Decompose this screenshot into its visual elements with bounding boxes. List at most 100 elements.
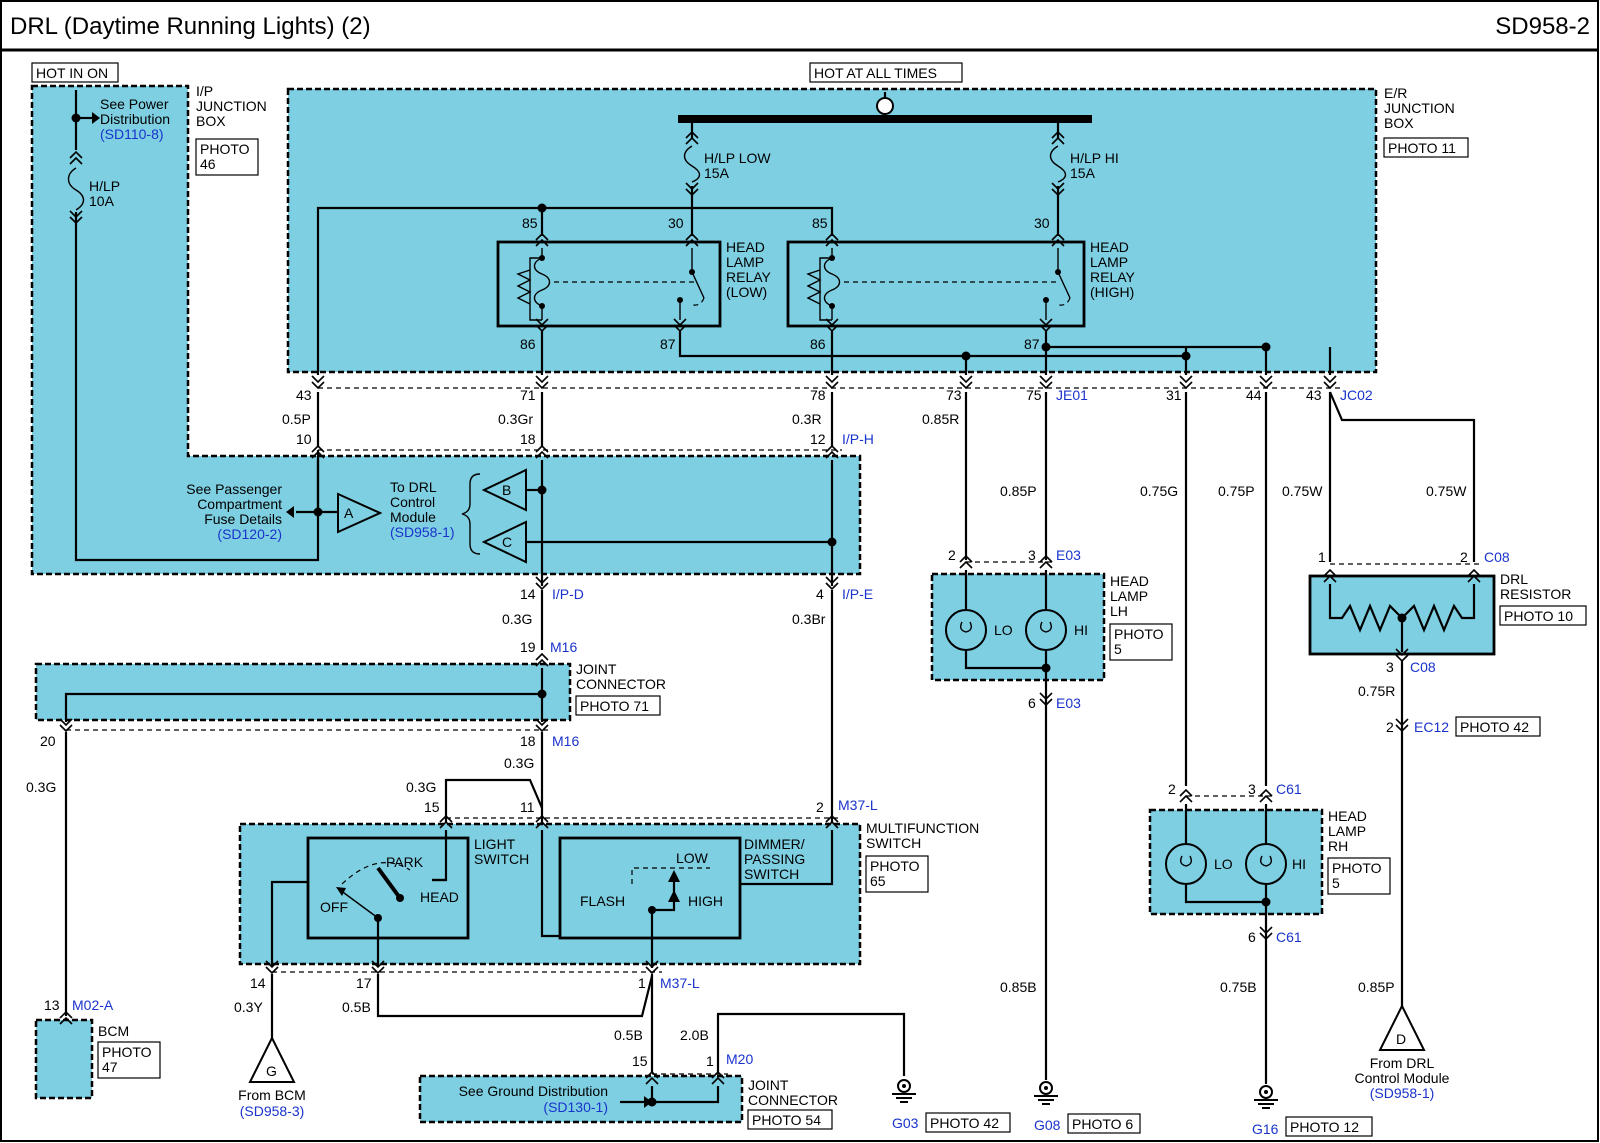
- lh-lo-filament-icon: [959, 621, 973, 633]
- wire-085r-label: 0.85R: [922, 411, 959, 427]
- head-label: HEAD: [420, 889, 459, 905]
- drl-c08-label: C08: [1484, 549, 1510, 565]
- relay-low-dot-d: [677, 297, 683, 303]
- relay-high-arc: [1055, 297, 1071, 306]
- relay-high-85-label: 85: [812, 215, 828, 231]
- photo12-label: PHOTO 12: [1290, 1119, 1359, 1135]
- low-label: LOW: [676, 850, 709, 866]
- ground-g08-icon: [1033, 1081, 1059, 1105]
- photo42a-box: [925, 1112, 1011, 1133]
- m16-bottom-label: M16: [552, 733, 579, 749]
- rh-6-label: 6: [1248, 929, 1256, 945]
- head-lamp-relay-low: [496, 240, 722, 328]
- wire-075w-label-a: 0.75W: [1282, 483, 1323, 499]
- joint-connector2-label-2: CONNECTOR: [748, 1092, 838, 1108]
- photo47-box: [97, 1041, 161, 1079]
- lh-hi-label: HI: [1074, 622, 1088, 638]
- relay-high-name-3: RELAY: [1090, 269, 1136, 285]
- pin-75-label: 75: [1026, 387, 1042, 403]
- dimmer-label-3: SWITCH: [744, 866, 799, 882]
- connector-b-label: B: [502, 482, 511, 498]
- light-switch: [306, 836, 470, 940]
- fuse-hlp-hi: [1049, 123, 1067, 206]
- relay-low-dot-c: [689, 269, 695, 275]
- iph-label: I/P-H: [842, 431, 874, 447]
- wire-03g-loop: [444, 778, 544, 822]
- see-power-label-1: See Power: [100, 96, 169, 112]
- relay-high-coil-icon: [823, 248, 841, 320]
- bcm-m02a-label: M02-A: [72, 997, 114, 1013]
- high-label: HIGH: [688, 893, 723, 909]
- joint-connector2-label-1: JOINT: [748, 1077, 789, 1093]
- light-switch-arm: [339, 889, 379, 919]
- light-switch-label-2: SWITCH: [474, 851, 529, 867]
- relay-low-dot-b: [539, 303, 545, 309]
- rh-3-label: 3: [1248, 781, 1256, 797]
- relay-low-dot-a: [539, 255, 545, 261]
- wire-075w-label-b: 0.75W: [1426, 483, 1467, 499]
- from-drl-label-2: Control Module: [1355, 1070, 1450, 1086]
- to-drl-label-1: To DRL: [390, 479, 437, 495]
- passenger-arrow-icon: [286, 506, 294, 518]
- pin-71-icon: [535, 375, 549, 389]
- rh-c61b-label: C61: [1276, 929, 1302, 945]
- hot-at-all-times-box: [809, 62, 963, 83]
- relay-86-wires: [540, 330, 834, 375]
- ip-jb-label-1: I/P: [196, 83, 213, 99]
- joint-connector-m20: [418, 1074, 744, 1124]
- wire-03r-label: 0.3R: [792, 411, 822, 427]
- ms-m37l-label: M37-L: [838, 797, 878, 813]
- dimmer-label-1: DIMMER/: [744, 836, 805, 852]
- see-passenger-label-2: Compartment: [197, 496, 282, 512]
- iph-10-label: 10: [296, 431, 312, 447]
- light-switch-contact: [376, 866, 402, 900]
- relay-high-name-2: LAMP: [1090, 254, 1128, 270]
- ms-1-label: 1: [638, 975, 646, 991]
- lh-e03b-label: E03: [1056, 695, 1081, 711]
- ground-dist-arrow-icon: [644, 1096, 652, 1108]
- hot-at-all-times-label: HOT AT ALL TIMES: [814, 65, 937, 81]
- rh-hi-bulb-icon: [1245, 843, 1287, 885]
- wire-03g-bcm-label: 0.3G: [26, 779, 56, 795]
- fuse-hlp-low: [683, 123, 701, 206]
- see-ground-label: See Ground Distribution: [459, 1083, 608, 1099]
- relay-top-wires: [540, 206, 1060, 236]
- lh-name-2: LAMP: [1110, 588, 1148, 604]
- photo47-label-1: PHOTO: [102, 1044, 152, 1060]
- see-passenger-label-1: See Passenger: [186, 481, 282, 497]
- photo6-box: [1067, 1113, 1141, 1134]
- drl-1-label: 1: [1318, 549, 1326, 565]
- photo11-box: [1383, 137, 1469, 158]
- wire-075w-b: [1328, 391, 1476, 562]
- ms-2-label: 2: [816, 799, 824, 815]
- see-power-label-2: Distribution: [100, 111, 170, 127]
- rh-hi-label: HI: [1292, 856, 1306, 872]
- pin-43b-icon: [1323, 375, 1337, 389]
- multifunction-label-1: MULTIFUNCTION: [866, 820, 979, 836]
- bcm-box: [34, 1018, 94, 1100]
- m16-18-label: 18: [520, 733, 536, 749]
- relay-high-dot-b: [829, 303, 835, 309]
- ms-14-label: 14: [250, 975, 266, 991]
- relay-high-87-label: 87: [1024, 336, 1040, 352]
- m16-19-label: 19: [520, 639, 536, 655]
- pin-44-label: 44: [1246, 387, 1262, 403]
- lh-name-1: HEAD: [1110, 573, 1149, 589]
- rh-photo-box: [1327, 857, 1391, 895]
- sd958-1b-ref: (SD958-1): [1370, 1085, 1435, 1101]
- dimmer-2-wire: [740, 830, 834, 886]
- sd110-ref: (SD110-8): [100, 126, 164, 142]
- rh-name-2: LAMP: [1328, 823, 1366, 839]
- joint-connector-label-2: CONNECTOR: [576, 676, 666, 692]
- rh-lo-label: LO: [1214, 856, 1233, 872]
- dimmer-high-arrow-icon: [668, 890, 680, 902]
- hot-in-on-box: [31, 62, 119, 83]
- relay-high-name-1: HEAD: [1090, 239, 1129, 255]
- dimmer-arc: [631, 867, 710, 884]
- relay-high-dot-c: [1055, 269, 1061, 275]
- wire-085p-b-label: 0.85P: [1358, 979, 1395, 995]
- photo71-label: PHOTO 71: [580, 698, 649, 714]
- rh-name-1: HEAD: [1328, 808, 1367, 824]
- light-switch-14-wire: [270, 880, 308, 966]
- photo47-label-2: 47: [102, 1059, 118, 1075]
